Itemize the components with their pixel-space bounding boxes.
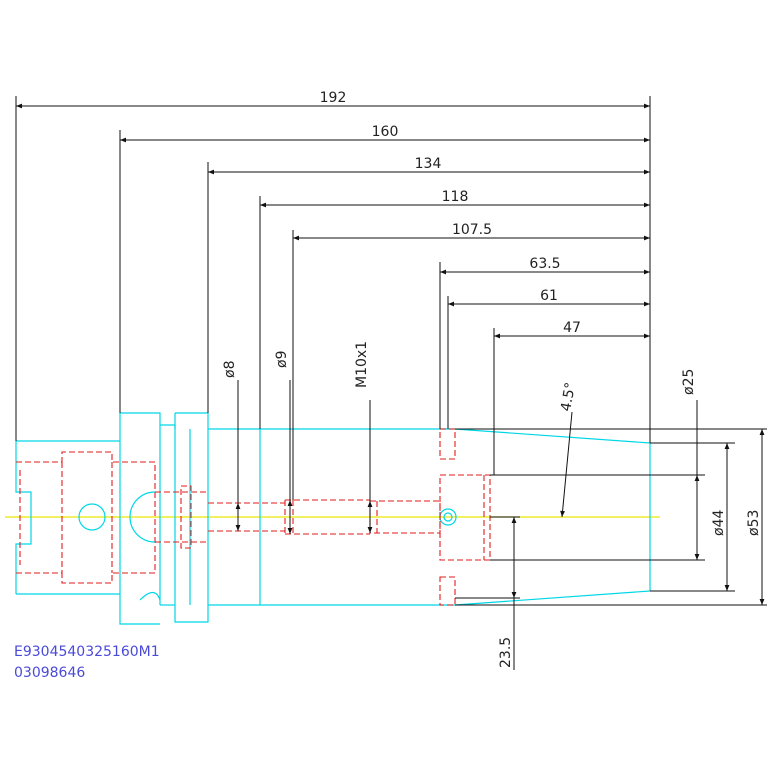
dim-118: 118 (442, 189, 469, 205)
dim-dia-8: ø8 (222, 361, 238, 378)
dim-dia-25: ø25 (681, 369, 697, 395)
dim-63-5: 63.5 (529, 256, 560, 272)
dim-angle: 4.5° (558, 381, 579, 413)
dim-23-5: 23.5 (498, 637, 514, 668)
part-code-line-1: E9304540325160M1 (14, 644, 160, 660)
dim-dia-44: ø44 (711, 510, 727, 536)
dim-134: 134 (415, 156, 442, 172)
dim-61: 61 (540, 288, 558, 304)
dim-107-5: 107.5 (452, 222, 492, 238)
dimension-lines (15, 96, 767, 670)
drawbar-arc (129, 491, 156, 543)
dim-160: 160 (372, 124, 399, 140)
dim-dia-9: ø9 (274, 351, 290, 368)
dim-m10x1: M10x1 (354, 341, 370, 388)
dim-47: 47 (563, 320, 581, 336)
part-outline (15, 412, 651, 625)
dim-192: 192 (320, 90, 347, 106)
part-code-line-2: 03098646 (14, 665, 85, 681)
dim-dia-53: ø53 (746, 510, 762, 536)
